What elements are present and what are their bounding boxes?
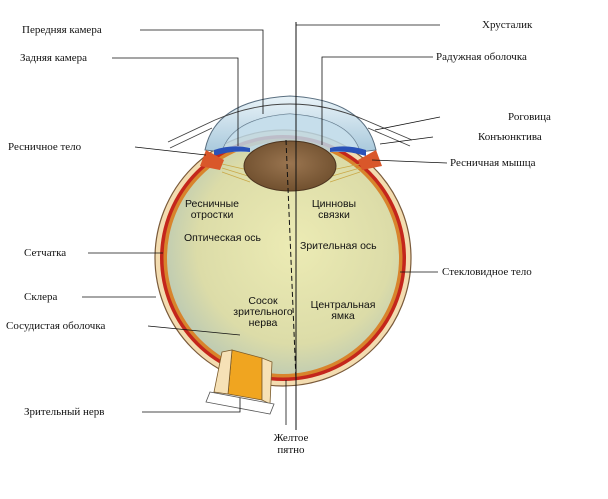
leader-lines [82,24,448,425]
ciliary-processes-line1: Ресничные [185,198,239,210]
optical-axis-label: Оптическая ось [184,232,261,244]
optic-disc-label: Сосок зрительного нерва [232,296,294,329]
ciliary-muscle-label: Ресничная мышца [450,157,536,169]
optic-nerve-shape [227,349,263,401]
visual-axis-line [285,139,297,381]
vitreous-body-label: Стекловидное тело [442,266,532,278]
macula-label: Желтое пятно [266,432,316,456]
fovea-label: Центральная ямка [306,300,380,322]
optic-disc-line1: Сосок [248,295,278,307]
ciliary-processes-label: Ресничные отростки [176,199,248,221]
optic-nerve-label: Зрительный нерв [24,406,105,418]
conjunctiva-label: Конъюнктива [478,131,542,143]
optic-disc-line2: зрительного [233,306,293,318]
zonule-fibers [221,163,361,183]
ciliary-processes-line2: отростки [190,209,234,221]
anterior-chamber-shape [222,114,360,152]
lens-shape [243,140,337,192]
macula-label-line2: пятно [277,444,305,456]
vitreous-body-shape [167,142,399,374]
visual-axis-label: Зрительная ось [300,240,377,252]
choroid-label: Сосудистая оболочка [6,320,106,332]
sclera-label: Склера [24,291,58,303]
conjunctiva-line [167,103,413,143]
optic-disc-line3: нерва [248,317,278,329]
ciliary-body-label: Ресничное тело [8,141,82,153]
iris-shape [330,146,366,156]
ciliary-muscle-shape [358,150,382,170]
fovea-line2: ямка [331,310,355,322]
zonule-line2: связки [318,209,350,221]
zonule-label: Цинновы связки [304,199,364,221]
conjunctiva-line [169,127,411,149]
cornea-label: Роговица [508,111,551,123]
iris-shape [214,146,250,156]
lens-label: Хрусталик [482,19,533,31]
anterior-chamber-label: Передняя камера [22,24,102,36]
zonule-line1: Цинновы [311,198,357,210]
fovea-line1: Центральная [310,299,376,311]
iris-label: Радужная оболочка [436,51,527,63]
macula-label-line1: Желтое [273,432,309,444]
posterior-chamber-label: Задняя камера [20,52,88,64]
retina-label: Сетчатка [24,247,67,259]
